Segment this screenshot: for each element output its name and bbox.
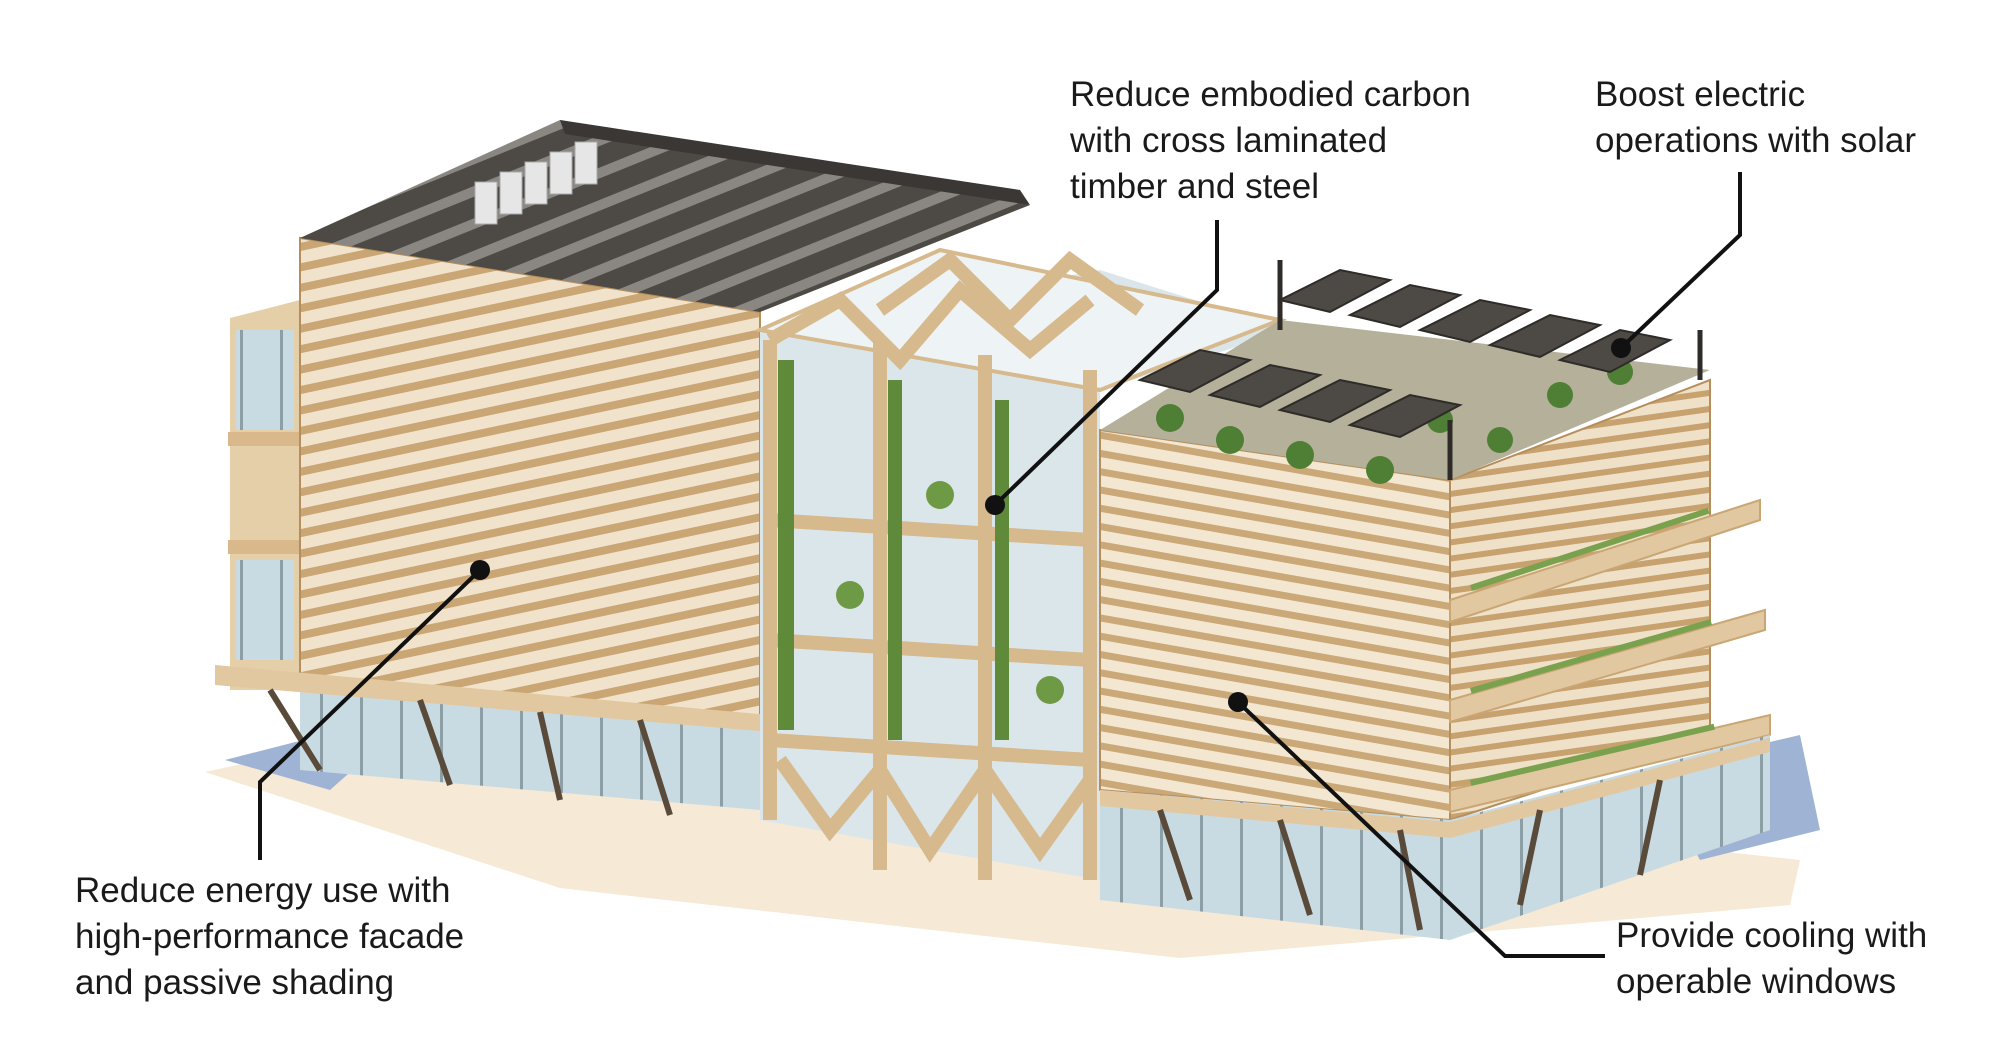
- leader-dots: [470, 338, 1631, 712]
- rooftop-tanks: [474, 141, 598, 225]
- callout-line: operable windows: [1616, 962, 1897, 1001]
- callout-solar: Boost electric operations with solar: [1595, 72, 1916, 164]
- callout-line: Provide cooling with: [1616, 916, 1928, 955]
- callout-line: high-performance facade: [75, 917, 465, 956]
- callout-line: Reduce embodied carbon: [1070, 75, 1471, 114]
- callout-line: with cross laminated: [1070, 121, 1388, 160]
- callout-line: Reduce energy use with: [75, 871, 451, 910]
- callout-line: operations with solar: [1595, 121, 1916, 160]
- callout-line: timber and steel: [1070, 167, 1320, 206]
- callout-facade: Reduce energy use with high-performance …: [75, 868, 464, 1006]
- callout-line: Boost electric: [1595, 75, 1806, 114]
- callout-embodied-carbon: Reduce embodied carbon with cross lamina…: [1070, 72, 1471, 210]
- green-walls: [778, 360, 1064, 740]
- callout-cooling: Provide cooling with operable windows: [1616, 913, 1927, 1005]
- leader-lines: [258, 172, 1742, 958]
- right-wing: [1099, 260, 1771, 940]
- left-wing: [215, 120, 1030, 816]
- callout-line: and passive shading: [75, 963, 395, 1002]
